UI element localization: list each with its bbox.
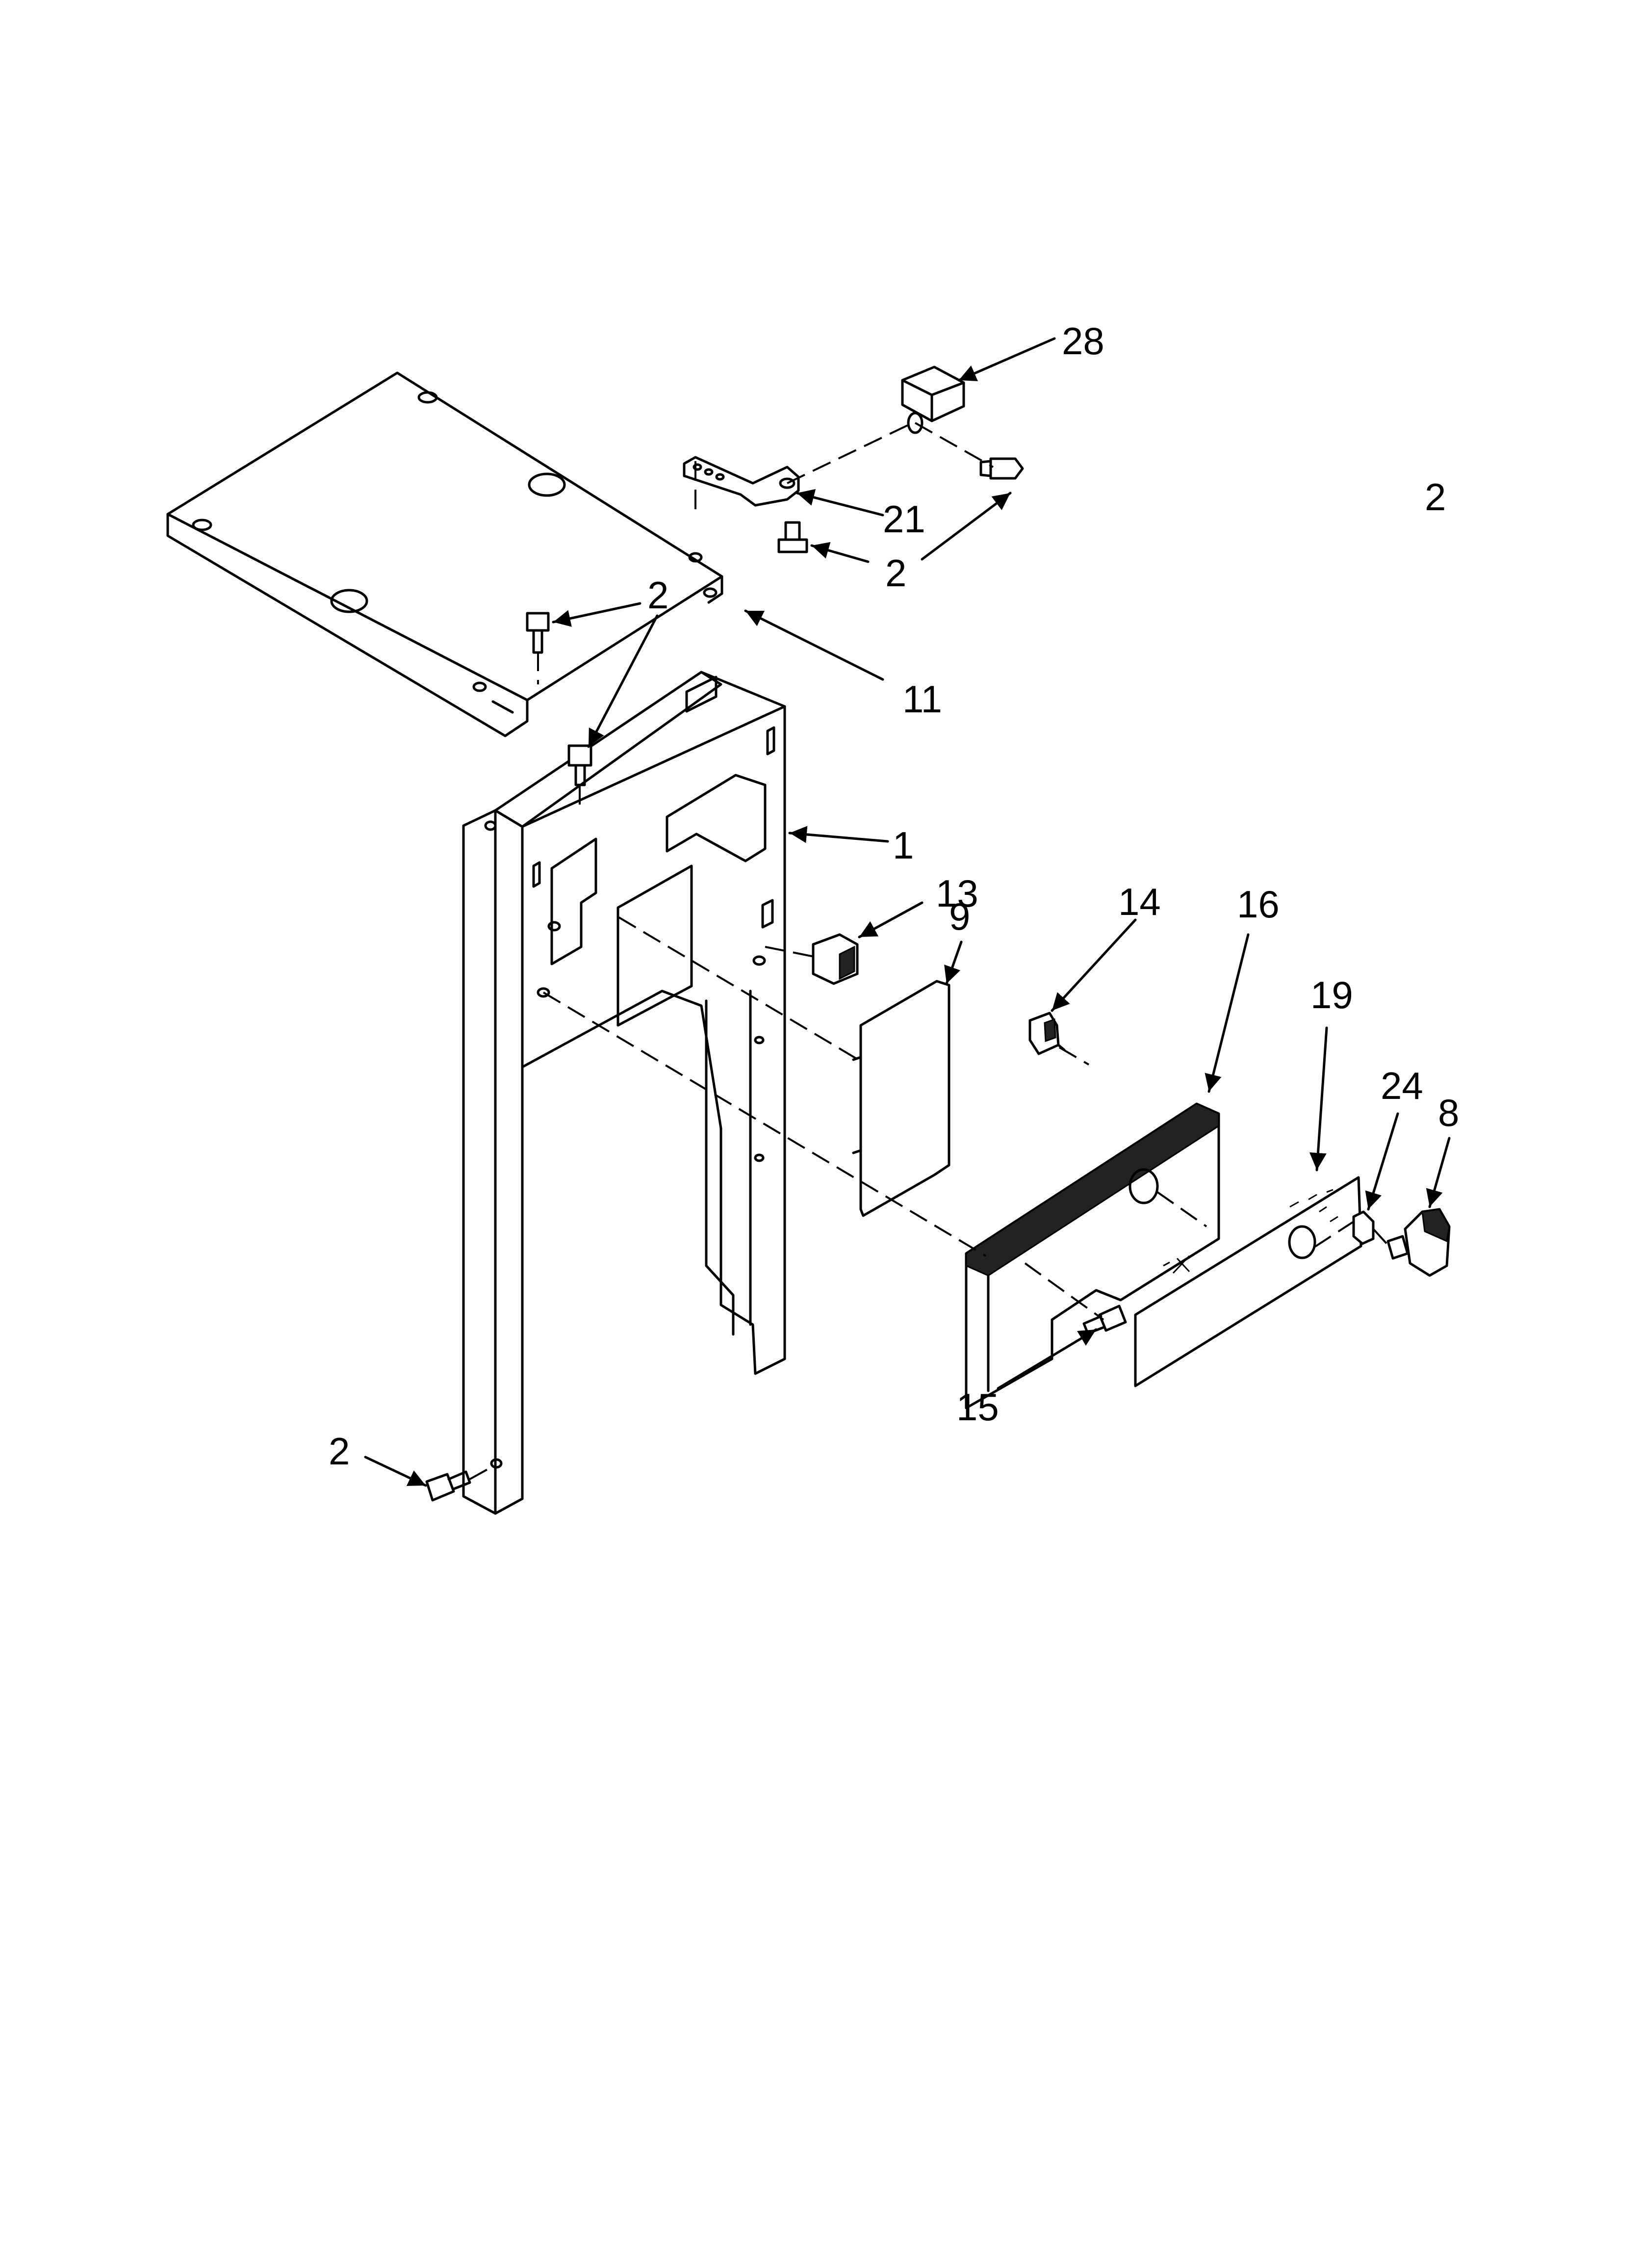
callout-2-bottom: 2 [329, 1430, 350, 1473]
screw-bottom-left [425, 1470, 471, 1502]
top-panel-part [166, 371, 723, 737]
screw-bracket [777, 521, 808, 553]
bracket-block-part [901, 365, 965, 434]
callout-labels: 28 21 2 2 2 11 1 13 9 14 16 19 24 8 15 2 [329, 319, 1459, 1473]
bracket-part [683, 456, 800, 507]
callout-9: 9 [949, 895, 970, 938]
callout-24: 24 [1381, 1064, 1423, 1107]
callout-13: 13 [936, 872, 978, 915]
screw-console [1082, 1304, 1127, 1335]
console-panel-part [965, 1102, 1220, 1409]
cover-plate-part [852, 980, 950, 1217]
leader-arrows [364, 337, 1451, 1487]
alignment-lines [469, 421, 1390, 1480]
callout-16: 16 [1237, 883, 1280, 926]
spacer-part [1352, 1210, 1375, 1245]
callout-11: 11 [902, 678, 942, 721]
graphic-panel-part [1134, 1176, 1362, 1387]
frame-part [462, 671, 786, 1515]
callout-2-top: 2 [647, 574, 668, 617]
callout-1: 1 [893, 824, 914, 867]
callout-8: 8 [1438, 1091, 1459, 1134]
callout-14: 14 [1118, 880, 1161, 923]
knob-part [1386, 1208, 1451, 1277]
callout-19: 19 [1310, 973, 1353, 1017]
callout-21: 21 [883, 497, 925, 541]
callout-15: 15 [956, 1385, 999, 1429]
switch-part [1028, 1012, 1066, 1055]
clip-part [812, 933, 859, 985]
callout-2-bracket: 2 [885, 551, 906, 595]
screw-top-right [979, 457, 1024, 480]
callout-2-right: 2 [1425, 475, 1446, 519]
callout-28: 28 [1062, 319, 1104, 363]
